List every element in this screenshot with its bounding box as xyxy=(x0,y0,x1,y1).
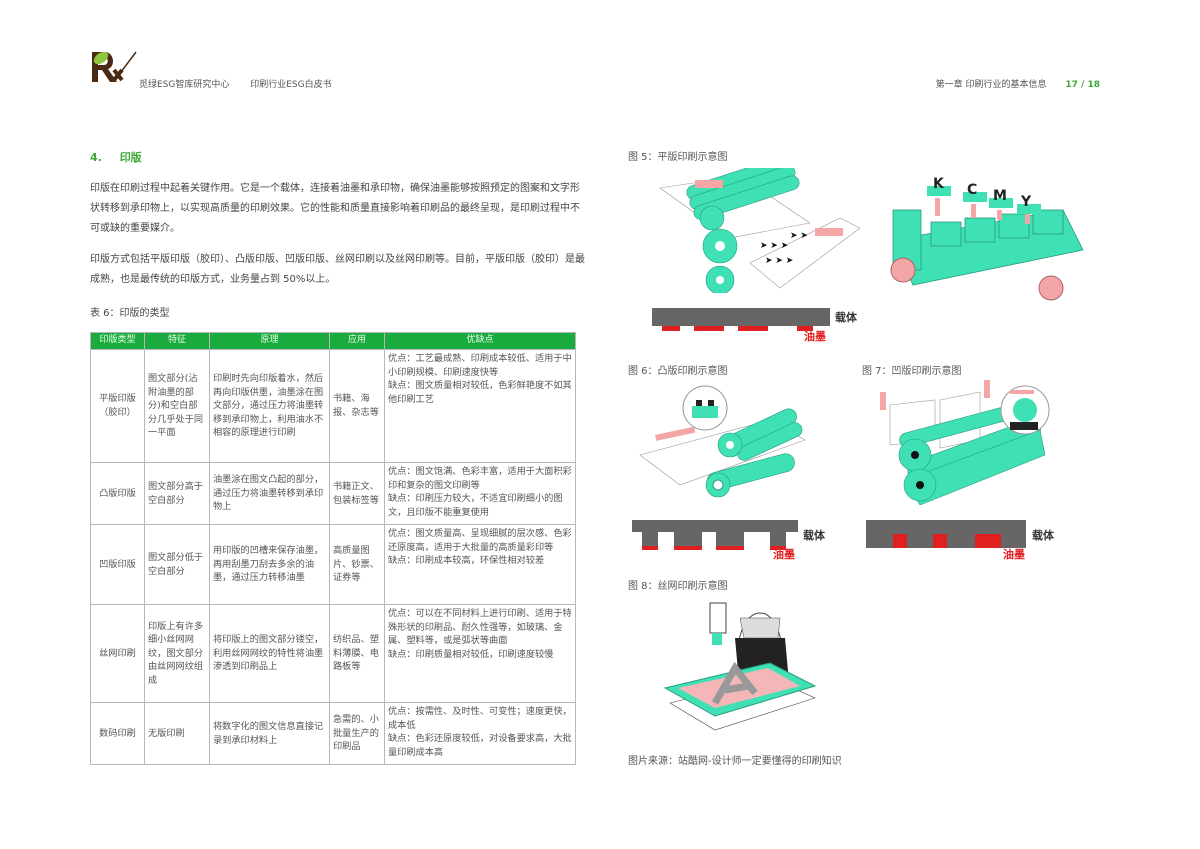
section-number: 4. xyxy=(90,151,102,164)
pros-text: 优点：可以在不同材料上进行印刷、适用于特殊形状的印刷品、耐久性强等，如玻璃、金属… xyxy=(388,608,572,647)
cell-type: 凹版印版 xyxy=(90,524,145,605)
cmyk-label-k: K xyxy=(933,176,945,192)
cell-application: 高质量图片、钞票、证券等 xyxy=(329,524,385,605)
cell-pros-cons: 优点：工艺最成熟、印刷成本较低、适用于中小印刷规模、印刷速度快等缺点：图文质量相… xyxy=(384,349,576,463)
cell-pros-cons: 优点：图文质量高、呈现细腻的层次感、色彩还原度高，适用于大批量的高质量彩印等缺点… xyxy=(384,524,576,605)
header-right: 第一章 印刷行业的基本信息 17 / 18 xyxy=(936,77,1100,90)
column-header: 应用 xyxy=(329,332,385,350)
ink-label: 油墨 xyxy=(1003,548,1025,561)
ink-label: 油墨 xyxy=(773,548,795,561)
figure-7-caption: 图 7：凹版印刷示意图 xyxy=(862,366,962,377)
cell-principle: 印刷时先向印版着水，然后再向印版供墨，油墨涂在图文部分，通过压力将油墨转移到承印… xyxy=(209,349,330,463)
column-header: 特征 xyxy=(144,332,210,350)
chapter-title: 第一章 印刷行业的基本信息 xyxy=(935,80,1047,90)
cmyk-label-y: Y xyxy=(1020,194,1032,210)
cell-principle: 油墨涂在图文凸起的部分，通过压力将油墨转移到承印物上 xyxy=(209,462,330,525)
cell-application: 纺织品、塑料薄膜、电路板等 xyxy=(329,604,385,703)
table-caption: 表 6：印版的类型 xyxy=(90,308,170,319)
cell-application: 急需的、小批量生产的印刷品 xyxy=(329,702,385,765)
document-title: 印刷行业ESG白皮书 xyxy=(250,80,332,90)
cell-type: 丝网印刷 xyxy=(90,604,145,703)
cell-type: 凸版印版 xyxy=(90,462,145,525)
cell-feature: 图文部分高于空白部分 xyxy=(144,462,210,525)
cons-text: 缺点：印刷质量相对较低，印刷速度较慢 xyxy=(388,648,554,660)
column-header: 印版类型 xyxy=(90,332,145,350)
cmyk-press-illustration: K C M Y xyxy=(883,170,1103,305)
cons-text: 缺点：印刷成本较高，环保性相对较差 xyxy=(388,555,545,567)
cell-pros-cons: 优点：按需性、及时性、可变性；速度更快，成本低缺点：色彩还原度较低，对设备要求高… xyxy=(384,702,576,765)
cons-text: 缺点：色彩还原度较低，对设备要求高，大批量印刷成本高 xyxy=(388,733,572,758)
table-header-row: 印版类型 特征 原理 应用 优缺点 xyxy=(90,332,576,350)
cmyk-label-c: C xyxy=(967,182,977,198)
gravure-press-illustration xyxy=(860,380,1100,506)
table-row: 数码印刷 无版印刷 将数字化的图文信息直接记录到承印材料上 急需的、小批量生产的… xyxy=(90,702,576,765)
carrier-label: 载体 xyxy=(1032,529,1054,542)
cell-principle: 将数字化的图文信息直接记录到承印材料上 xyxy=(209,702,330,765)
cell-feature: 无版印刷 xyxy=(144,702,210,765)
cell-feature: 图文部分低于空白部分 xyxy=(144,524,210,605)
page-number: 17 / 18 xyxy=(1065,80,1100,90)
svg-text:➤ ➤: ➤ ➤ xyxy=(790,231,808,241)
plate-types-table: 印版类型 特征 原理 应用 优缺点 平版印版（胶印） 图文部分(沾附油墨的部分)… xyxy=(90,332,576,765)
planographic-plate-diagram xyxy=(652,308,832,332)
paragraph-intro: 印版在印刷过程中起着关键作用。它是一个载体，连接着油墨和承印物，确保油墨能够按照… xyxy=(90,183,580,234)
carrier-label: 载体 xyxy=(835,311,857,324)
pros-text: 优点：图文饱满、色彩丰富，适用于大面积彩印和复杂的图文印刷等 xyxy=(388,466,572,491)
section-title: 印版 xyxy=(119,151,142,164)
screen-printing-illustration xyxy=(640,598,830,743)
cell-application: 书籍正文、包装标签等 xyxy=(329,462,385,525)
pros-text: 优点：图文质量高、呈现细腻的层次感、色彩还原度高，适用于大批量的高质量彩印等 xyxy=(388,528,572,553)
column-header: 优缺点 xyxy=(384,332,576,350)
cell-application: 书籍、海报、杂志等 xyxy=(329,349,385,463)
header-left: 觅绿ESG智库研究中心 印刷行业ESG白皮书 xyxy=(139,77,350,90)
column-header: 原理 xyxy=(209,332,330,350)
figure-6-caption: 图 6：凸版印刷示意图 xyxy=(628,366,728,377)
cons-text: 缺点：图文质量相对较低，色彩鲜艳度不如其他印刷工艺 xyxy=(388,380,572,405)
cell-pros-cons: 优点：可以在不同材料上进行印刷、适用于特殊形状的印刷品、耐久性强等，如玻璃、金属… xyxy=(384,604,576,703)
pros-text: 优点：按需性、及时性、可变性；速度更快，成本低 xyxy=(388,706,572,731)
table-row: 凸版印版 图文部分高于空白部分 油墨涂在图文凸起的部分，通过压力将油墨转移到承印… xyxy=(90,462,576,525)
figure-8-caption: 图 8：丝网印刷示意图 xyxy=(628,581,728,592)
cmyk-label-m: M xyxy=(993,188,1007,204)
cell-feature: 图文部分(沾附油墨的部分)和空白部分几乎处于同一平面 xyxy=(144,349,210,463)
relief-plate-diagram xyxy=(632,520,802,550)
cell-type: 数码印刷 xyxy=(90,702,145,765)
table-row: 平版印版（胶印） 图文部分(沾附油墨的部分)和空白部分几乎处于同一平面 印刷时先… xyxy=(90,349,576,463)
ink-label: 油墨 xyxy=(804,330,826,343)
cell-principle: 用印版的凹槽来保存油墨，再用刮墨刀刮去多余的油墨，通过压力转移油墨 xyxy=(209,524,330,605)
org-name: 觅绿ESG智库研究中心 xyxy=(139,80,230,90)
gravure-plate-diagram xyxy=(866,520,1026,548)
paragraph-types: 印版方式包括平版印版（胶印）、凸版印版、凹版印版、丝网印刷以及丝网印刷等。目前，… xyxy=(90,254,585,285)
figure-5-caption: 图 5：平版印刷示意图 xyxy=(628,152,728,163)
table-row: 凹版印版 图文部分低于空白部分 用印版的凹槽来保存油墨，再用刮墨刀刮去多余的油墨… xyxy=(90,524,576,605)
table-row: 丝网印刷 印版上有许多细小丝网网纹，图文部分由丝网网纹组成 将印版上的图文部分镂… xyxy=(90,604,576,703)
cell-pros-cons: 优点：图文饱满、色彩丰富，适用于大面积彩印和复杂的图文印刷等缺点：印刷压力较大，… xyxy=(384,462,576,525)
cons-text: 缺点：印刷压力较大，不适宜印刷细小的图文，且印版不能重复使用 xyxy=(388,493,563,518)
relief-press-illustration xyxy=(630,380,810,505)
figure-source: 图片来源：站酷网-设计师一定要懂得的印刷知识 xyxy=(628,756,842,767)
section-heading: 4. 印版 xyxy=(90,149,142,165)
pros-text: 优点：工艺最成熟、印刷成本较低、适用于中小印刷规模、印刷速度快等 xyxy=(388,353,572,378)
lithography-press-illustration: ➤ ➤ ➤➤ ➤ ➤➤ ➤ xyxy=(640,155,870,295)
logo xyxy=(88,46,138,86)
svg-text:➤ ➤ ➤: ➤ ➤ ➤ xyxy=(760,241,789,251)
cell-type: 平版印版（胶印） xyxy=(90,349,145,463)
cell-principle: 将印版上的图文部分镂空，利用丝网网纹的特性将油墨渗透到印刷品上 xyxy=(209,604,330,703)
cell-feature: 印版上有许多细小丝网网纹，图文部分由丝网网纹组成 xyxy=(144,604,210,703)
carrier-label: 载体 xyxy=(803,529,825,542)
svg-text:➤ ➤ ➤: ➤ ➤ ➤ xyxy=(765,256,794,266)
